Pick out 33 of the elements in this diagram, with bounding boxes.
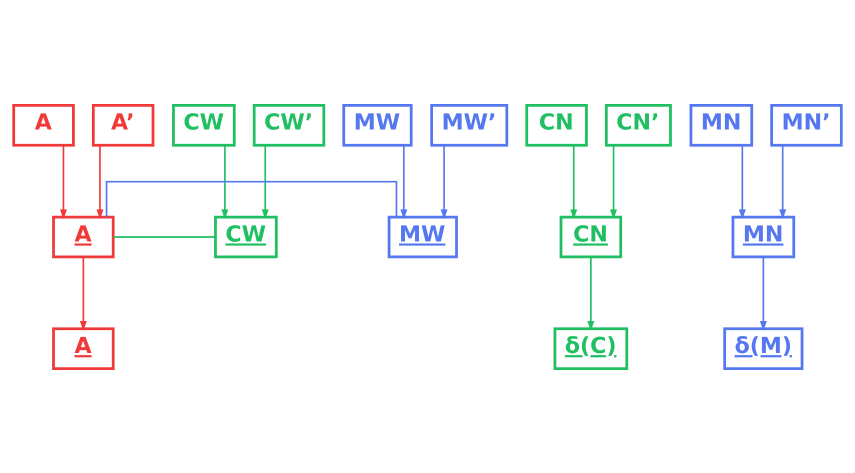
node-box: CN’ bbox=[604, 104, 672, 146]
arrow bbox=[400, 144, 408, 219]
node-box: CN bbox=[560, 215, 622, 258]
arrow bbox=[738, 144, 746, 219]
arrow bbox=[760, 256, 767, 331]
node-box: δ(C) bbox=[554, 326, 628, 370]
node-box: CW’ bbox=[252, 104, 326, 146]
node-box: A bbox=[52, 326, 115, 370]
arrow bbox=[610, 144, 618, 219]
arrow bbox=[60, 144, 67, 219]
arrow bbox=[440, 144, 448, 219]
node-box: MW bbox=[388, 215, 458, 258]
node-box: δ(M) bbox=[723, 326, 804, 370]
arrow bbox=[262, 144, 269, 219]
arrow bbox=[570, 144, 578, 219]
arrow bbox=[779, 144, 786, 219]
connector bbox=[106, 180, 398, 217]
node-box: MW’ bbox=[430, 104, 508, 146]
arrow bbox=[80, 256, 87, 331]
node-box: CN bbox=[525, 104, 588, 146]
arrow bbox=[221, 144, 228, 219]
node-box: A’ bbox=[92, 104, 154, 146]
node-box: CW bbox=[172, 104, 236, 146]
node-box: A bbox=[52, 215, 115, 258]
arrow bbox=[587, 256, 594, 331]
connector bbox=[114, 236, 216, 238]
node-box: A bbox=[12, 104, 75, 146]
node-box: CW bbox=[214, 215, 278, 258]
arrow bbox=[96, 144, 104, 219]
node-box: MN’ bbox=[770, 104, 843, 146]
node-box: MW bbox=[342, 104, 413, 146]
node-box: MN bbox=[690, 104, 754, 146]
node-box: MN bbox=[732, 215, 796, 258]
